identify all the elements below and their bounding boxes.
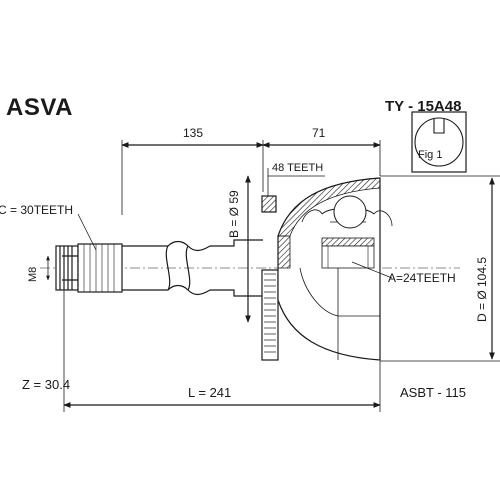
inner-race [301,195,393,269]
housing-diameter-label: D = Ø 104.5 [475,256,489,322]
leader-shaft-spline [77,213,97,251]
dim-shaft-length [121,140,264,215]
abs-ring [261,195,279,361]
fig1-box [411,111,467,173]
spline-shaft [77,243,123,293]
housing-length-label: 71 [312,126,326,140]
shaft-length-label: 135 [183,126,204,140]
boot-seat [214,239,263,297]
figure-label: Fig 1 [418,149,443,161]
dim-housing-length [262,140,381,176]
shaft-body [122,240,214,296]
z-value-label: Z = 30.4 [22,377,71,392]
inner-spline-label: A=24TEETH [388,271,456,285]
seal-diameter-label: B = Ø 59 [227,190,241,238]
overall-length-label: L = 241 [188,385,232,400]
outer-teeth-label: 48 TEETH [272,162,324,174]
leader-inner-spline [351,261,393,279]
dim-overall-length [63,280,381,412]
reference-code: ASBT - 115 [400,385,466,400]
leader-48-teeth [267,168,325,196]
brand-logo: ASVA [6,94,73,121]
thread-label: M8 [27,266,39,282]
shaft-spline-label: C = 30TEETH [0,203,74,217]
part-number: TY - 15A48 [385,98,462,115]
dim-housing-diameter [380,175,500,362]
